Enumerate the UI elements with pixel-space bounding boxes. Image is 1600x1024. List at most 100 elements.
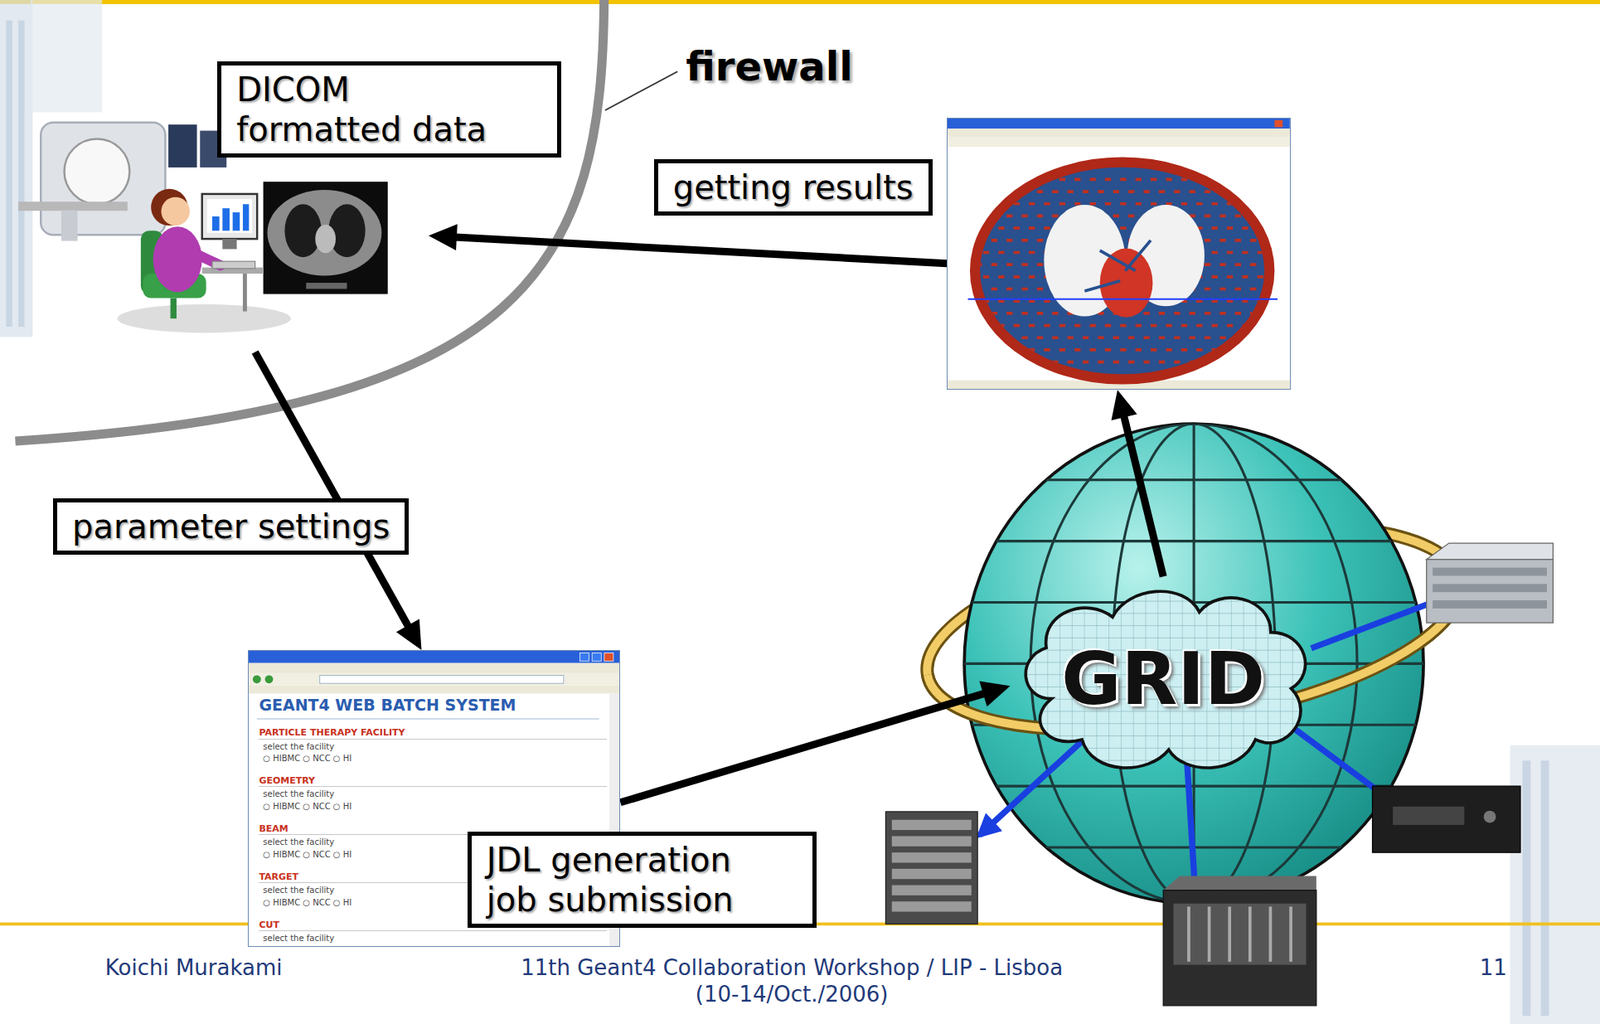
- form-hint: select the facility: [262, 885, 335, 896]
- arrow-head: [396, 619, 422, 650]
- operator-figure: [222, 208, 230, 231]
- form-hint: select the facility: [262, 933, 335, 944]
- result-window-art: [947, 118, 1290, 129]
- ct-scanner: [64, 138, 131, 204]
- ct-slice-image: [263, 181, 388, 294]
- arrow-head: [979, 681, 1010, 708]
- leader-line: [605, 71, 678, 111]
- flow-arrow: [620, 681, 1010, 803]
- result-window-art: [968, 238, 1284, 243]
- server-icons: [1163, 875, 1317, 890]
- radio-options: ○ HIBMC ○ NCC ○ HI: [262, 897, 352, 908]
- ct-slice-image: [263, 181, 388, 294]
- server-icons: [1372, 785, 1521, 853]
- slide-frame: [30, 0, 102, 112]
- form-hint: select the facility: [262, 837, 335, 848]
- server-icons: [1426, 559, 1554, 623]
- server-icons: [892, 852, 972, 863]
- result-window-art: [968, 177, 1284, 181]
- ct-scanner: [40, 122, 165, 235]
- server-icons: [1248, 906, 1252, 961]
- slide-frame: [1510, 745, 1600, 1024]
- result-window-art: [947, 118, 1290, 390]
- arrow-shaft: [450, 237, 947, 264]
- radio-options: ○ HIBMC ○ NCC ○ HI: [262, 849, 352, 860]
- browser-window-art: [580, 653, 590, 662]
- date-footer: (10-14/Oct./2006): [695, 981, 889, 1008]
- caption-box: DICOM formatted data: [217, 61, 562, 158]
- server-icons: [1207, 906, 1212, 961]
- browser-window-art: [248, 650, 620, 664]
- slide-frame: [0, 0, 33, 337]
- operator-figure: [212, 216, 220, 231]
- ct-scanner: [18, 122, 227, 242]
- browser-window-art: [256, 718, 600, 720]
- result-window-art: [947, 128, 1290, 137]
- ct-slice-image: [328, 203, 365, 257]
- event-footer: 11th Geant4 Collaboration Workshop / LIP…: [520, 955, 1063, 981]
- firewall-label: firewall: [685, 43, 853, 92]
- browser-window-art: [252, 674, 262, 684]
- operator-figure: [222, 238, 237, 249]
- server-icons: [1187, 906, 1191, 961]
- result-window-art: [1085, 239, 1152, 291]
- browser-window-art: [248, 685, 620, 694]
- radio-options: ○ HIBMC ○ NCC ○ HI: [262, 801, 352, 812]
- result-window-art: [968, 323, 1284, 327]
- server-icons: [1173, 903, 1306, 965]
- result-window-art: [968, 359, 1284, 364]
- radio-options: ○ HIBMC ○ NCC ○ HI: [262, 753, 352, 764]
- result-window-art: [968, 297, 1279, 300]
- flow-arrow: [428, 223, 947, 264]
- server-icons: [1269, 906, 1273, 961]
- server-icons: [885, 811, 978, 924]
- result-window-art: [968, 179, 1284, 362]
- grid-cloud: GRID: [1010, 576, 1317, 781]
- result-window-art: [968, 213, 1284, 218]
- server-icons: [1289, 906, 1293, 961]
- ct-slice-image: [266, 189, 382, 276]
- page-number: 11: [1479, 955, 1508, 981]
- ct-scanner: [168, 124, 197, 168]
- server-icons: [892, 868, 972, 879]
- server-icons: [892, 819, 972, 830]
- operator-figure: [242, 203, 249, 231]
- slide-frame: [1541, 760, 1550, 1016]
- edge-label: JDL generation job submission: [467, 831, 817, 928]
- operator-figure: [212, 261, 256, 269]
- server-icons: [892, 901, 972, 912]
- result-window-art: [968, 189, 1284, 194]
- arrow-head: [1111, 389, 1138, 421]
- browser-window-art: [591, 653, 602, 662]
- operator-figure: [160, 197, 190, 226]
- globe: [959, 418, 1429, 909]
- slide-frame: [5, 20, 12, 327]
- arrow-shaft: [255, 352, 412, 631]
- result-window-art: [968, 348, 1284, 352]
- result-window-art: [968, 226, 1284, 230]
- section-heading: PARTICLE THERAPY FACILITY: [258, 727, 607, 739]
- server-icons: [1227, 906, 1232, 961]
- firewall-curve: [14, 0, 604, 442]
- server-icons: [1432, 567, 1547, 577]
- result-window-art: [968, 335, 1284, 340]
- browser-window-art: [265, 674, 274, 684]
- server-icons: [1163, 890, 1317, 1006]
- server-icons: [1426, 543, 1554, 560]
- ct-scanner: [18, 201, 128, 211]
- section-heading: GEOMETRY: [258, 775, 607, 787]
- arrow-shaft: [620, 692, 989, 803]
- slide-frame: [18, 20, 25, 327]
- server-icons: [1432, 583, 1547, 592]
- server-icons: [1392, 806, 1465, 825]
- operator-figure: [117, 304, 291, 333]
- ct-slice-image: [305, 282, 347, 289]
- operator-figure: [232, 212, 241, 231]
- leader-line: [605, 71, 678, 111]
- ct-scanner: [61, 210, 78, 242]
- browser-window-art: [604, 653, 614, 662]
- server-icons: [885, 543, 1553, 1006]
